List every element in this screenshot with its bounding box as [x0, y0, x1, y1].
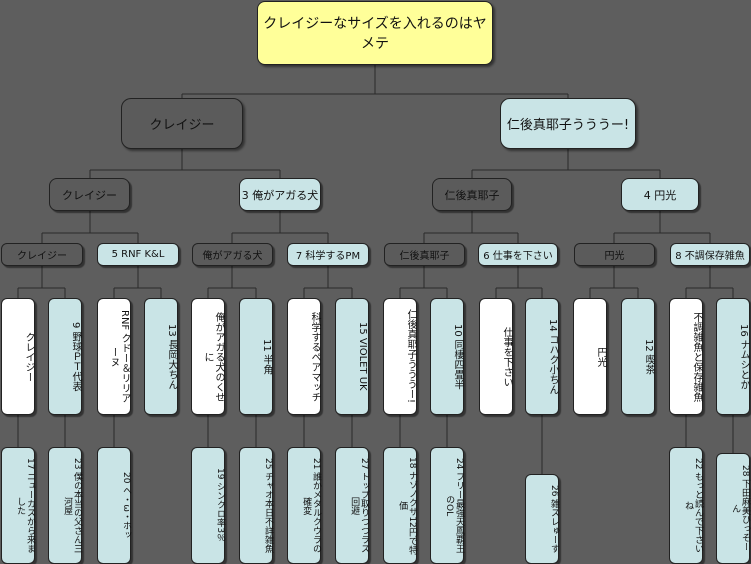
leaf-node-16: 16 ナムシとか — [716, 298, 750, 415]
bottom-node-17: 17 ニューカスから来ました — [1, 447, 35, 564]
leaf-node-9: 仁後真耶子うううー! — [383, 298, 417, 415]
leaf-node-6: 11 半角 — [239, 298, 273, 415]
bottom-node-22: 22 もっと読んで下さいね — [669, 447, 703, 564]
bottom-node-25: 25 チャオ本日不詳雑魚 — [239, 447, 273, 564]
bottom-node-28: 28 下田麻美ひっそーん — [716, 453, 750, 564]
leaf-node-3: RNF クドー＆リリアーヌ — [97, 298, 131, 415]
leaf-node-15: 不調雑魚と保存雑魚 — [669, 298, 703, 415]
branch-node-l2-3: 仁後真耶子 — [432, 178, 512, 211]
branch-node-l3-5: 仁後真耶子 — [384, 243, 465, 266]
branch-node-l3-3: 俺がアガる犬 — [192, 243, 273, 266]
leaf-node-11: 仕事を下さい — [479, 298, 513, 415]
leaf-node-4: 13 長岡大ちん — [144, 298, 178, 415]
bottom-node-27: 27 トップ取りつつラス回避 — [335, 447, 369, 564]
bottom-node-21: 21 誰かメタルクウラの確変 — [287, 447, 321, 564]
leaf-node-2: 9 野球ＰＴ代表 — [48, 298, 82, 415]
branch-node-l3-1: クレイジー — [1, 243, 83, 266]
branch-node-l2-2: 3 俺がアガる犬 — [239, 178, 321, 211]
bottom-node-24: 24 フリー最強天鳳覇王のOL — [430, 447, 464, 564]
leaf-node-13: 円光 — [573, 298, 607, 415]
branch-node-l3-6: 6 仕事を下さい — [478, 243, 558, 266]
branch-node-nigo: 仁後真耶子うううー! — [500, 98, 636, 149]
leaf-node-12: 14 コハク小ちん — [525, 298, 559, 415]
branch-node-crazy: クレイジー — [121, 98, 243, 149]
leaf-node-14: 12 喫茶 — [621, 298, 655, 415]
branch-node-l3-2: 5 RNF K&L — [97, 243, 179, 266]
bottom-node-18: 18 ナゾノクサ12円で特価 — [383, 447, 417, 564]
branch-node-l2-1: クレイジー — [49, 178, 130, 211]
bottom-node-20: 20 ヘ・ω・ホッ — [97, 447, 131, 564]
leaf-node-8: 15 VIOLET UK — [335, 298, 369, 415]
leaf-node-5: 俺がアガる犬のくせに — [191, 298, 225, 415]
branch-node-l3-8: 8 不調保存雑魚 — [670, 243, 750, 266]
leaf-node-1: クレイジー — [1, 298, 35, 415]
bottom-node-23: 23 僕の本当の父さん三河屋 — [48, 447, 82, 564]
bottom-node-26: 26 雑スレゅーす — [525, 474, 559, 564]
root-node: クレイジーなサイズを入れるのはヤメテ — [257, 1, 493, 65]
leaf-node-10: 10 同棲四畳半 — [430, 298, 464, 415]
bottom-node-19: 19 シンクロ率3％ — [191, 447, 225, 564]
branch-node-l3-4: 7 科学するPM — [287, 243, 369, 266]
branch-node-l3-7: 円光 — [574, 243, 655, 266]
leaf-node-7: 科学するペアマッチ — [287, 298, 321, 415]
branch-node-l2-4: 4 円光 — [621, 178, 699, 211]
